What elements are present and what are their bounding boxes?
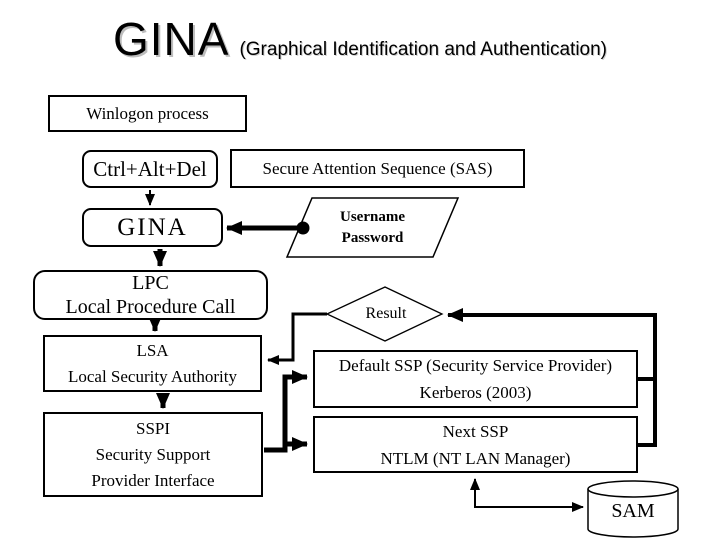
winlogon-process-box: Winlogon process <box>48 95 247 132</box>
sam-cylinder-shape <box>587 480 679 538</box>
default-ssp-title: Default SSP (Security Service Provider) <box>338 356 613 375</box>
gina-box: GINA <box>82 208 223 247</box>
gina-label: GINA <box>117 213 188 241</box>
next-ssp-box: Next SSP NTLM (NT LAN Manager) <box>313 416 638 473</box>
arrow-result-to-lsa <box>267 312 327 365</box>
sam-database-label: SAM <box>588 496 678 526</box>
sas-box: Secure Attention Sequence (SAS) <box>230 149 525 188</box>
sas-label: Secure Attention Sequence (SAS) <box>262 158 493 178</box>
page-title: GINA (Graphical Identification and Authe… <box>0 12 720 66</box>
sspi-fullname-1: Security Support <box>95 444 211 464</box>
password-label: Password <box>341 229 404 246</box>
title-main: GINA <box>112 13 230 65</box>
lsa-acronym: LSA <box>136 340 169 360</box>
lpc-fullname: Local Procedure Call <box>65 296 236 318</box>
arrow-sspi-to-ssps <box>264 370 308 453</box>
sspi-fullname-2: Provider Interface <box>91 470 215 490</box>
default-ssp-box: Default SSP (Security Service Provider) … <box>313 350 638 408</box>
lpc-acronym: LPC <box>132 272 169 294</box>
winlogon-label: Winlogon process <box>86 103 209 123</box>
credentials-input-label: Username Password <box>300 201 445 254</box>
ctrl-alt-del-box: Ctrl+Alt+Del <box>82 150 218 188</box>
lpc-box: LPC Local Procedure Call <box>33 270 268 320</box>
sam-label: SAM <box>611 499 655 522</box>
default-ssp-impl: Kerberos (2003) <box>419 383 532 402</box>
arrow-ssps-to-result <box>447 308 657 447</box>
lsa-fullname: Local Security Authority <box>67 366 238 386</box>
sspi-box: SSPI Security Support Provider Interface <box>43 412 263 497</box>
arrow-nextssp-sam <box>470 478 584 512</box>
username-label: Username <box>340 208 405 225</box>
arrow-credentials-to-gina <box>226 221 310 235</box>
lsa-box: LSA Local Security Authority <box>43 335 262 392</box>
result-diamond-shape <box>325 286 444 342</box>
result-label: Result <box>365 305 407 322</box>
sspi-acronym: SSPI <box>135 418 171 438</box>
result-diamond-label: Result <box>330 289 442 339</box>
credentials-parallelogram-shape <box>285 197 460 258</box>
ctrl-alt-del-label: Ctrl+Alt+Del <box>93 156 207 181</box>
next-ssp-title: Next SSP <box>442 421 509 441</box>
title-subtitle: (Graphical Identification and Authentica… <box>239 39 608 60</box>
next-ssp-impl: NTLM (NT LAN Manager) <box>380 448 571 468</box>
